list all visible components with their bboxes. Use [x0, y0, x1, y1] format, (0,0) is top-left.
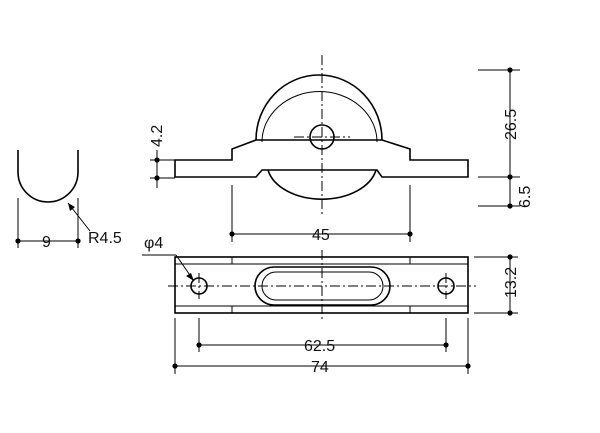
dim-dot	[229, 231, 235, 237]
dim-dot	[443, 342, 449, 348]
groove-outline	[17, 150, 79, 203]
hole-diameter-label: φ4	[144, 235, 163, 252]
plan-view: φ4 13.2 62.5 74	[142, 235, 520, 376]
groove-radius-label: R4.5	[88, 230, 122, 247]
dim-dot	[75, 238, 81, 244]
dim-dot	[196, 342, 202, 348]
dim-dot	[507, 203, 513, 209]
front-view: 4.2 26.5 6.5 45	[149, 55, 534, 244]
dim-dot	[465, 363, 471, 369]
dim-dot	[507, 310, 513, 316]
height-bottom-label: 6.5	[517, 186, 534, 208]
groove-width-label: 9	[42, 234, 51, 251]
dim-dot	[507, 174, 513, 180]
groove-profile: 9 R4.5	[15, 150, 122, 251]
dim-dot	[507, 254, 513, 260]
dim-dot	[154, 175, 160, 181]
overall-length-label: 74	[311, 359, 329, 376]
height-top-label: 26.5	[503, 109, 520, 140]
flange-thickness-label: 4.2	[149, 125, 166, 147]
dim-dot	[407, 231, 413, 237]
radius-arrowhead	[68, 203, 75, 211]
bracket-body	[174, 139, 469, 178]
wheel-upper-arc	[255, 74, 383, 141]
wheel-inner-arc	[261, 91, 378, 143]
depth-label: 13.2	[503, 267, 520, 298]
dim-dot	[172, 363, 178, 369]
hole-pitch-label: 62.5	[304, 338, 335, 355]
dim-dot	[154, 157, 160, 163]
wheel-span-label: 45	[312, 227, 330, 244]
dim-dot	[15, 238, 21, 244]
hole-leader-arrowhead	[186, 273, 194, 281]
dim-dot	[507, 67, 513, 73]
